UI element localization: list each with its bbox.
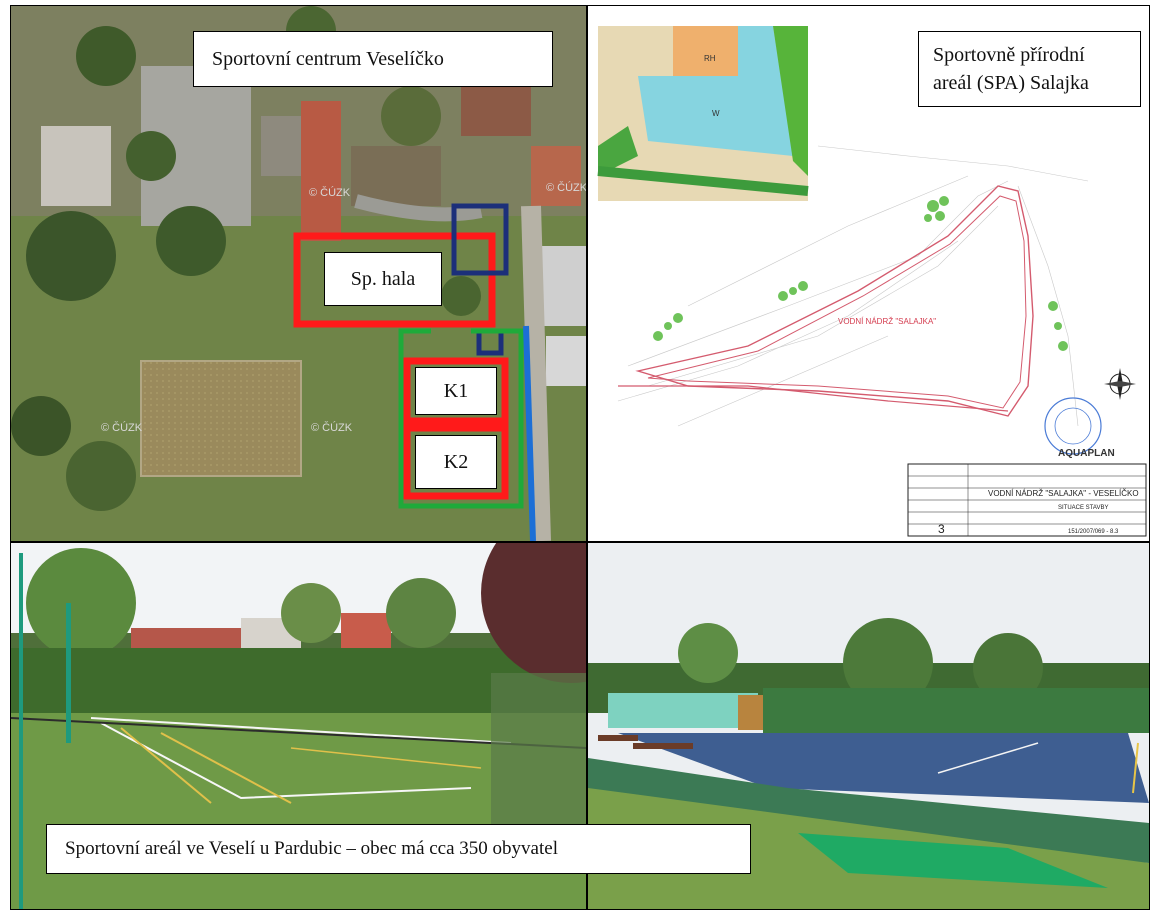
- stamp-icon: [1044, 397, 1102, 455]
- aerial-map-panel: © ČÚZK © ČÚZK © ČÚZK © ČÚZK Sportovní ce…: [11, 6, 586, 541]
- pond-plan-drawing: RH W VODNÍ NÁDRŽ "S: [597, 26, 1147, 537]
- watermark-text: © ČÚZK: [546, 181, 586, 194]
- title-block-text: VODNÍ NÁDRŽ "SALAJKA" - VESELÍČKO: [988, 489, 1139, 498]
- map-title: Sportovní centrum Veselíčko: [212, 47, 444, 70]
- court1-label-box: K1: [415, 367, 497, 415]
- court2-label-box: K2: [415, 435, 497, 489]
- plan-title-line2: areál (SPA) Salajka: [933, 72, 1089, 94]
- watermark-text: © ČÚZK: [311, 421, 353, 434]
- inset-zone-w: W: [712, 109, 720, 118]
- grid-divider-horizontal: [11, 541, 1149, 543]
- caption-text: Sportovní areál ve Veselí u Pardubic – o…: [65, 838, 558, 859]
- court1-label: K1: [443, 379, 469, 402]
- company-logo: AQUAPLAN: [1058, 448, 1115, 459]
- court2-label: K2: [443, 450, 469, 473]
- pond-label: VODNÍ NÁDRŽ "SALAJKA": [838, 317, 936, 326]
- plan-title-box: Sportovně přírodní areál (SPA) Salajka: [918, 31, 1141, 107]
- map-title-box: Sportovní centrum Veselíčko: [193, 31, 553, 87]
- plan-title-line1: Sportovně přírodní: [933, 44, 1085, 66]
- doc-code: 151/2007/069 - 8.3: [1068, 529, 1119, 535]
- grid-divider-vertical: [586, 6, 588, 909]
- caption-box: Sportovní areál ve Veselí u Pardubic – o…: [46, 824, 751, 874]
- title-block-sub: SITUACE STAVBY: [1058, 505, 1108, 511]
- watermark-text: © ČÚZK: [101, 421, 143, 434]
- watermark-text: © ČÚZK: [309, 186, 351, 199]
- hall-label: Sp. hala: [350, 267, 416, 290]
- inset-zone-rh: RH: [704, 54, 716, 63]
- image-grid: © ČÚZK © ČÚZK © ČÚZK © ČÚZK Sportovní ce…: [10, 5, 1150, 910]
- sheet-number: 3: [938, 522, 945, 536]
- north-arrow-icon: [1104, 368, 1136, 400]
- hall-label-box: Sp. hala: [324, 252, 442, 306]
- pond-plan-panel: RH W VODNÍ NÁDRŽ "S: [588, 6, 1149, 541]
